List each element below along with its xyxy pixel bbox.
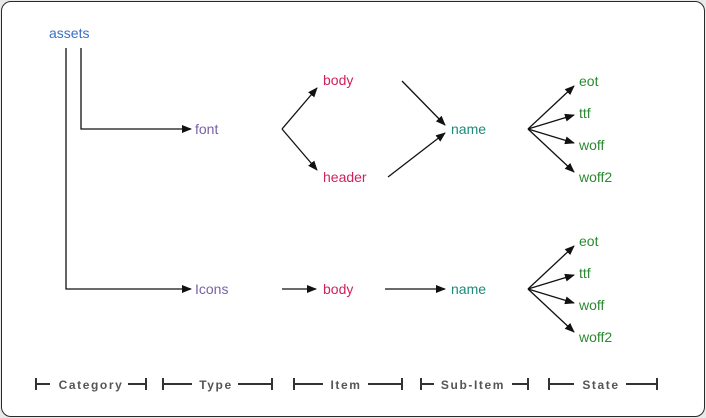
scale-label-category: Category bbox=[59, 378, 124, 392]
scale-bar bbox=[35, 378, 658, 390]
node-font-name: name bbox=[451, 121, 486, 137]
node-icons: Icons bbox=[195, 281, 228, 297]
edge-iconsname-ttf bbox=[527, 273, 575, 290]
edge-fontname-ttf bbox=[527, 113, 575, 130]
edge-assets-icons bbox=[65, 48, 192, 293]
edge-header-name bbox=[387, 132, 446, 178]
state-icons-ttf: ttf bbox=[579, 265, 591, 281]
node-font: font bbox=[195, 121, 218, 137]
scale-label-type: Type bbox=[199, 378, 233, 392]
edge-fontname-woff bbox=[527, 128, 575, 145]
edge-font-header bbox=[281, 128, 318, 171]
state-icons-eot: eot bbox=[579, 233, 599, 249]
state-font-woff: woff bbox=[578, 137, 605, 153]
state-icons-woff: woff bbox=[578, 297, 605, 313]
state-font-ttf: ttf bbox=[579, 105, 591, 121]
edge-assets-font bbox=[80, 48, 192, 133]
edge-fontname-woff2 bbox=[527, 128, 575, 173]
edge-iconsname-woff bbox=[527, 288, 575, 305]
node-icons-name: name bbox=[451, 281, 486, 297]
state-icons-woff2: woff2 bbox=[578, 329, 612, 345]
state-font-woff2: woff2 bbox=[578, 169, 612, 185]
edge-iconsname-woff2 bbox=[527, 288, 575, 333]
scale-category bbox=[35, 378, 147, 390]
node-assets: assets bbox=[49, 25, 89, 41]
node-icons-body: body bbox=[323, 281, 353, 297]
scale-label-state: State bbox=[582, 378, 619, 392]
scale-label-subitem: Sub-Item bbox=[441, 378, 505, 392]
scale-item bbox=[293, 378, 403, 390]
scale-subitem bbox=[420, 378, 529, 390]
node-font-body: body bbox=[323, 72, 353, 88]
connectors bbox=[65, 48, 575, 333]
edge-body-name bbox=[401, 80, 446, 126]
edge-font-body bbox=[281, 87, 318, 130]
edge-iconsname-eot bbox=[527, 245, 575, 290]
node-font-header: header bbox=[323, 169, 367, 185]
scale-state bbox=[548, 378, 658, 390]
scale-label-item: Item bbox=[330, 378, 361, 392]
scale-type bbox=[162, 378, 273, 390]
state-font-eot: eot bbox=[579, 73, 599, 89]
edge-fontname-eot bbox=[527, 85, 575, 130]
